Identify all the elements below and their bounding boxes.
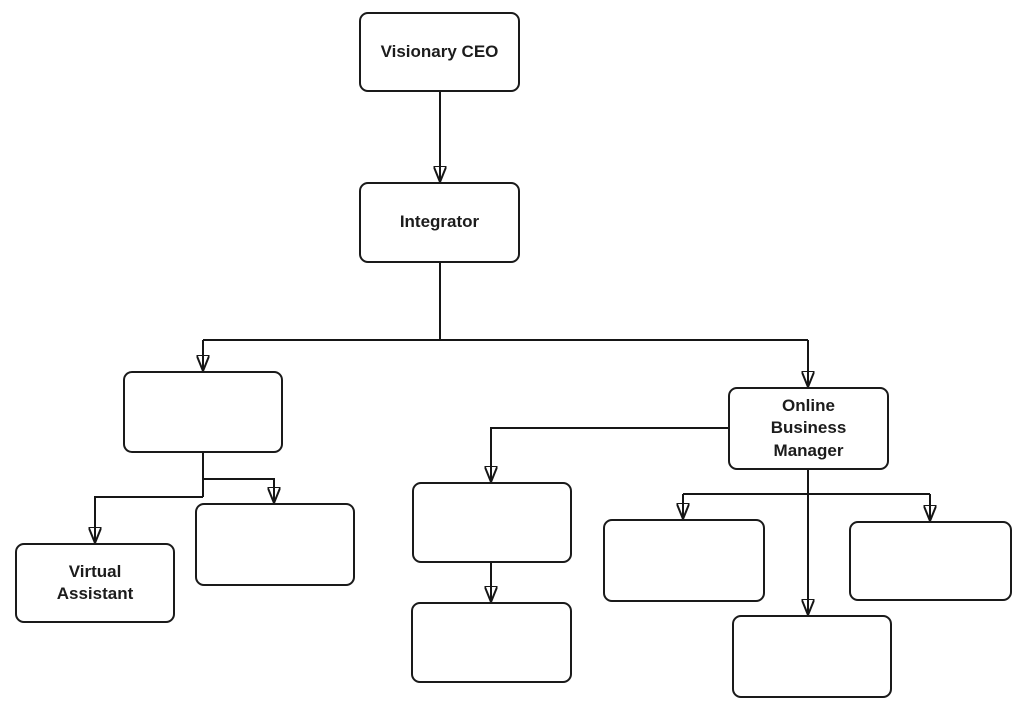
node-visionary-ceo: Visionary CEO bbox=[359, 12, 520, 92]
node-virtual-assistant: Virtual Assistant bbox=[15, 543, 175, 623]
node-integrator: Integrator bbox=[359, 182, 520, 263]
node-empty-left-manager bbox=[123, 371, 283, 453]
node-empty-obm-child-left bbox=[603, 519, 765, 602]
node-online-business-manager: Online Business Manager bbox=[728, 387, 889, 470]
node-empty-obm-child-bottom bbox=[732, 615, 892, 698]
node-empty-mid-bottom bbox=[411, 602, 572, 683]
node-empty-obm-child-right bbox=[849, 521, 1012, 601]
edge-obm-to-mid-top bbox=[491, 427, 728, 482]
edge-to-left-child bbox=[203, 478, 274, 503]
node-empty-mid-top bbox=[412, 482, 572, 563]
edge-to-virtual-assistant bbox=[95, 496, 203, 543]
node-empty-left-child bbox=[195, 503, 355, 586]
